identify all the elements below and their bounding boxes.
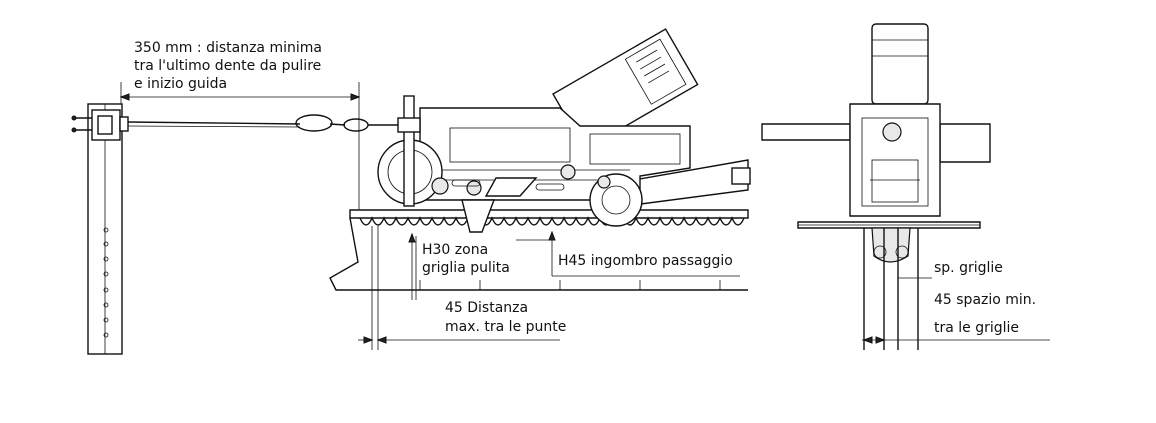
- h30-label-line1: H30 zona: [422, 242, 488, 258]
- grid-rake-side: [329, 209, 749, 291]
- dimension-h45: [516, 230, 740, 277]
- machine-front-view: [761, 23, 991, 350]
- dimension-45-distance: [358, 226, 560, 350]
- dimension-350mm: [119, 82, 361, 210]
- guide-post-holes: [103, 227, 109, 338]
- sp-griglie-label: sp. griglie: [934, 260, 1003, 276]
- guide-post: [71, 103, 129, 355]
- dimension-45-spazio: [862, 336, 1050, 344]
- distance-label-line1: 350 mm : distanza minima: [134, 40, 322, 56]
- dimension-h30: [408, 232, 417, 300]
- h45-label: H45 ingombro passaggio: [558, 253, 733, 269]
- machine-body: [377, 28, 751, 233]
- h30-label-line2: griglia pulita: [422, 260, 510, 276]
- steel-cable: [127, 114, 400, 132]
- dist45-label-line1: 45 Distanza: [445, 300, 528, 316]
- spazio-label-line1: 45 spazio min.: [934, 292, 1036, 308]
- distance-label-line2: tra l'ultimo dente da pulire: [134, 58, 321, 74]
- dist45-label-line2: max. tra le punte: [445, 319, 566, 335]
- cable-clamp: [71, 109, 129, 141]
- distance-label-line3: e inizio guida: [134, 76, 227, 92]
- spazio-label-line2: tra le griglie: [934, 320, 1019, 336]
- dimension-sp-griglie: [898, 270, 932, 286]
